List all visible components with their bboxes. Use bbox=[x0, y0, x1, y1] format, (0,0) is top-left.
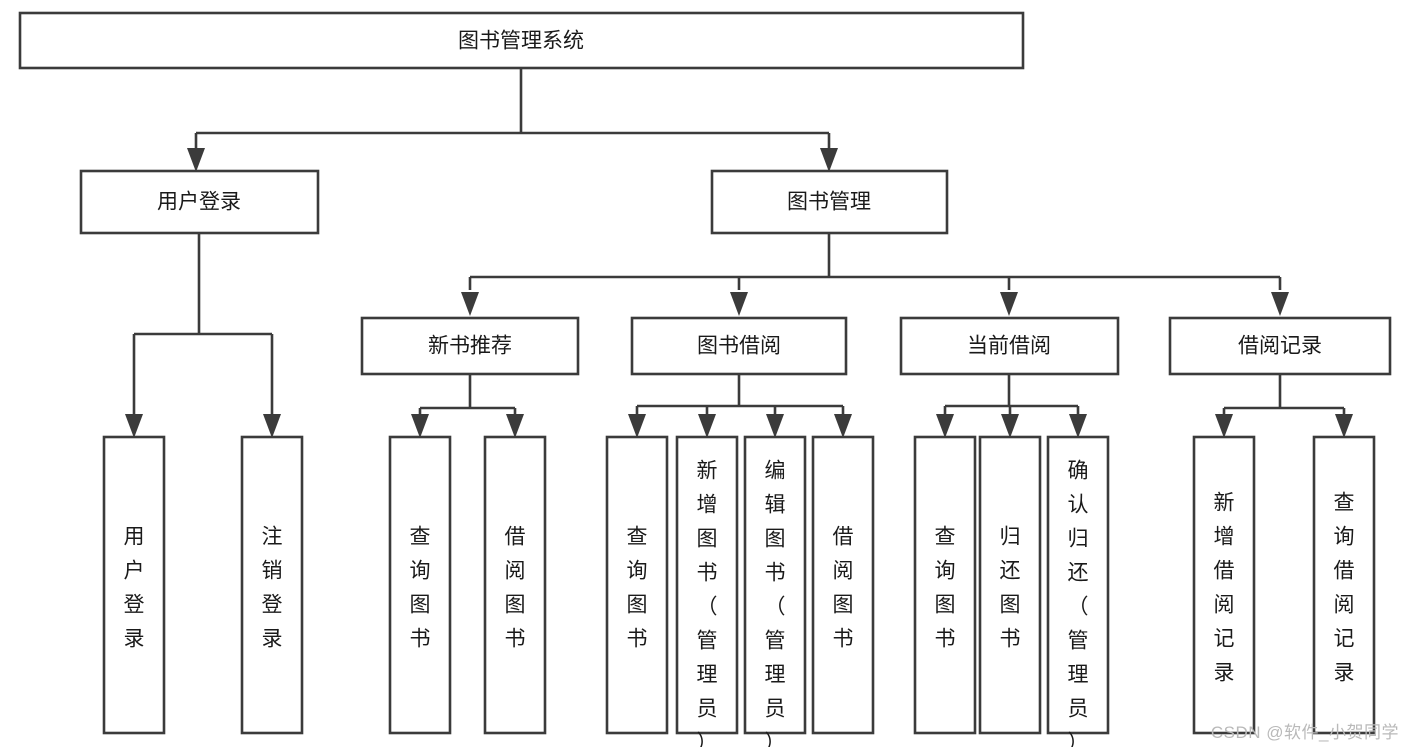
connector-layer bbox=[125, 68, 1353, 438]
leaf-node-book-borrow-2[interactable]: 编辑图书（管理员） bbox=[743, 435, 807, 747]
arrow-to-leaf-query-book-1 bbox=[411, 414, 429, 438]
leaf-node-label: 查询图书 bbox=[627, 526, 648, 651]
arrow-to-leaf-query-record bbox=[1335, 414, 1353, 438]
node-user-login[interactable]: 用户登录 bbox=[79, 169, 320, 235]
arrow-to-leaf-borrow-book-2 bbox=[834, 414, 852, 438]
leaf-node-label: 确认归还（管理员） bbox=[1068, 460, 1089, 747]
leaf-node-label: 新增借阅记录 bbox=[1214, 492, 1235, 685]
arrow-to-leaf-add-record bbox=[1215, 414, 1233, 438]
arrow-to-leaf-user-login bbox=[125, 414, 143, 438]
arrow-to-leaf-edit-book bbox=[766, 414, 784, 438]
leaf-node-label: 用户登录 bbox=[124, 526, 145, 651]
leaf-node-current-borrow-0[interactable]: 查询图书 bbox=[913, 435, 977, 735]
leaf-node-label: 查询图书 bbox=[935, 526, 956, 651]
node-book-borrow-label: 图书借阅 bbox=[697, 335, 781, 358]
leaf-node-box[interactable] bbox=[1046, 435, 1110, 735]
leaf-node-current-borrow-2[interactable]: 确认归还（管理员） bbox=[1046, 435, 1110, 747]
arrow-to-leaf-query-book-2 bbox=[628, 414, 646, 438]
leaf-node-label: 新增图书（管理员） bbox=[697, 460, 718, 747]
arrow-to-leaf-confirm-return bbox=[1069, 414, 1087, 438]
leaf-node-box[interactable] bbox=[1312, 435, 1376, 735]
node-current-borrow-label: 当前借阅 bbox=[967, 335, 1051, 358]
leaf-node-label: 注销登录 bbox=[262, 526, 283, 651]
leaf-node-box[interactable] bbox=[483, 435, 547, 735]
node-user-login-label: 用户登录 bbox=[157, 191, 241, 214]
node-new-book-recommend[interactable]: 新书推荐 bbox=[360, 316, 580, 376]
leaf-node-label: 查询借阅记录 bbox=[1334, 492, 1355, 685]
leaf-node-user-login-1[interactable]: 注销登录 bbox=[240, 435, 304, 735]
node-user-login-box[interactable] bbox=[79, 169, 320, 235]
node-current-borrow[interactable]: 当前借阅 bbox=[899, 316, 1120, 376]
leaf-node-label: 借阅图书 bbox=[833, 526, 854, 651]
leaf-node-book-borrow-1[interactable]: 新增图书（管理员） bbox=[675, 435, 739, 747]
arrow-to-leaf-borrow-book-1 bbox=[506, 414, 524, 438]
leaf-node-box[interactable] bbox=[743, 435, 807, 735]
arrow-to-leaf-logout bbox=[263, 414, 281, 438]
watermark: CSDN @软件_小贺同学 bbox=[1210, 723, 1399, 742]
leaf-node-box[interactable] bbox=[675, 435, 739, 735]
arrow-to-leaf-add-book bbox=[698, 414, 716, 438]
leaf-node-new-book-recommend-1[interactable]: 借阅图书 bbox=[483, 435, 547, 735]
node-borrow-record[interactable]: 借阅记录 bbox=[1168, 316, 1392, 376]
leaf-node-borrow-record-1[interactable]: 查询借阅记录 bbox=[1312, 435, 1376, 735]
leaf-node-label: 编辑图书（管理员） bbox=[765, 460, 786, 747]
node-root[interactable]: 图书管理系统 bbox=[18, 11, 1025, 70]
leaf-node-box[interactable] bbox=[388, 435, 452, 735]
node-new-book-recommend-box[interactable] bbox=[360, 316, 580, 376]
leaf-node-book-borrow-0[interactable]: 查询图书 bbox=[605, 435, 669, 735]
leaf-node-layer: 用户登录 注销登录 查询图书 借阅图书 查询图书 新增图书（管理员） 编辑图书（管理员） 借阅… bbox=[102, 435, 1376, 747]
node-current-borrow-box[interactable] bbox=[899, 316, 1120, 376]
arrow-to-current-borrow bbox=[1000, 292, 1018, 316]
node-book-borrow[interactable]: 图书借阅 bbox=[630, 316, 848, 376]
leaf-node-box[interactable] bbox=[978, 435, 1042, 735]
leaf-node-box[interactable] bbox=[605, 435, 669, 735]
leaf-node-label: 归还图书 bbox=[1000, 526, 1021, 651]
node-borrow-record-box[interactable] bbox=[1168, 316, 1392, 376]
leaf-node-label: 借阅图书 bbox=[505, 526, 526, 651]
node-book-borrow-box[interactable] bbox=[630, 316, 848, 376]
leaf-node-box[interactable] bbox=[811, 435, 875, 735]
leaf-node-borrow-record-0[interactable]: 新增借阅记录 bbox=[1192, 435, 1256, 735]
arrow-to-leaf-query-book-3 bbox=[936, 414, 954, 438]
arrow-to-book-manage bbox=[820, 148, 838, 172]
node-borrow-record-label: 借阅记录 bbox=[1238, 335, 1322, 358]
node-new-book-recommend-label: 新书推荐 bbox=[428, 335, 512, 358]
node-book-manage-label: 图书管理 bbox=[787, 191, 871, 214]
leaf-node-box[interactable] bbox=[102, 435, 166, 735]
node-root-label: 图书管理系统 bbox=[458, 30, 584, 53]
leaf-node-box[interactable] bbox=[240, 435, 304, 735]
arrow-to-user-login bbox=[187, 148, 205, 172]
node-root-box[interactable] bbox=[18, 11, 1025, 70]
leaf-node-new-book-recommend-0[interactable]: 查询图书 bbox=[388, 435, 452, 735]
leaf-node-box[interactable] bbox=[913, 435, 977, 735]
arrow-to-new-book bbox=[461, 292, 479, 316]
leaf-node-current-borrow-1[interactable]: 归还图书 bbox=[978, 435, 1042, 735]
arrow-to-book-borrow bbox=[730, 292, 748, 316]
leaf-node-user-login-0[interactable]: 用户登录 bbox=[102, 435, 166, 735]
leaf-node-box[interactable] bbox=[1192, 435, 1256, 735]
leaf-node-label: 查询图书 bbox=[410, 526, 431, 651]
node-book-manage-box[interactable] bbox=[710, 169, 949, 235]
arrow-to-leaf-return-book bbox=[1001, 414, 1019, 438]
node-book-manage[interactable]: 图书管理 bbox=[710, 169, 949, 235]
leaf-node-book-borrow-3[interactable]: 借阅图书 bbox=[811, 435, 875, 735]
arrow-to-borrow-record bbox=[1271, 292, 1289, 316]
